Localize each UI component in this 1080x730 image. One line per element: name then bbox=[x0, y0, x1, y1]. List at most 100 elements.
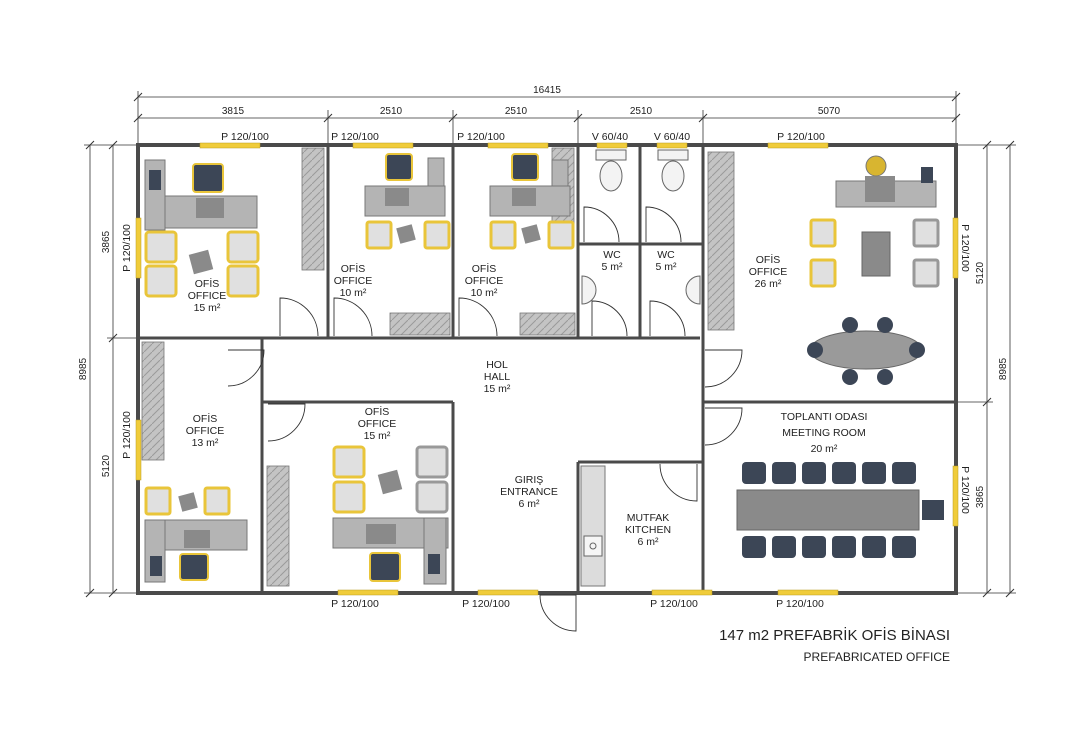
walls bbox=[136, 143, 958, 595]
room-wc2-name: WC bbox=[657, 249, 675, 261]
dim-right-2: 3865 bbox=[975, 485, 986, 508]
office-chair-icon bbox=[385, 153, 413, 181]
armchair-icon bbox=[144, 230, 178, 264]
monitor-icon bbox=[150, 556, 162, 576]
window-label-right-2: P 120/100 bbox=[959, 466, 971, 514]
door-office-f bbox=[267, 403, 306, 442]
windows bbox=[135, 142, 959, 596]
door-wc-1-lobby bbox=[591, 300, 628, 337]
armchair-icon bbox=[415, 445, 449, 479]
wc-fixtures bbox=[581, 149, 701, 305]
armchair-icon bbox=[144, 486, 172, 516]
coffee-table-icon bbox=[861, 231, 891, 277]
armchair-icon bbox=[365, 220, 393, 250]
room-e-area: 13 m² bbox=[192, 437, 219, 449]
door-kitchen bbox=[659, 463, 698, 502]
armchair-icon bbox=[912, 258, 940, 288]
door-main-entrance bbox=[539, 594, 577, 632]
room-c-name-en: OFFICE bbox=[465, 275, 504, 287]
room-meeting-area: 20 m² bbox=[811, 443, 838, 455]
dim-top-2: 2510 bbox=[380, 106, 403, 117]
office-b-furniture bbox=[364, 153, 451, 250]
window-label-left-2: P 120/100 bbox=[121, 411, 133, 459]
armchair-icon bbox=[332, 445, 366, 479]
room-hall-area: 15 m² bbox=[484, 383, 511, 395]
kitchen-fixtures bbox=[580, 465, 606, 587]
room-wc1-area: 5 m² bbox=[602, 261, 624, 273]
armchair-icon bbox=[489, 220, 517, 250]
dim-left-overall: 8985 bbox=[78, 357, 89, 380]
sink-icon bbox=[685, 275, 701, 305]
window-label-bottom-3: P 120/100 bbox=[650, 598, 698, 610]
dim-overall-width: 16415 bbox=[533, 85, 561, 96]
room-labels: OFİS OFFICE 15 m² OFİS OFFICE 10 m² OFİS… bbox=[186, 249, 868, 548]
coffee-table-icon bbox=[178, 492, 198, 512]
room-d-name-tr: OFİS bbox=[756, 253, 781, 266]
toilet-icon bbox=[599, 160, 623, 192]
armchair-icon bbox=[547, 220, 575, 250]
door-wc-2 bbox=[645, 206, 682, 243]
room-wc2-area: 5 m² bbox=[656, 261, 678, 273]
armchair-icon bbox=[332, 480, 366, 514]
plan-title: 147 m2 PREFABRİK OFİS BİNASI bbox=[719, 626, 950, 644]
door-wc-2-lobby bbox=[649, 300, 686, 337]
dim-left-1: 3865 bbox=[101, 230, 112, 253]
dim-top-5: 5070 bbox=[818, 106, 841, 117]
window-label-bottom-1: P 120/100 bbox=[331, 598, 379, 610]
room-c-name-tr: OFİS bbox=[472, 262, 497, 275]
office-chair-icon bbox=[865, 155, 887, 177]
room-kitchen-name-tr: MUTFAK bbox=[627, 512, 670, 524]
office-a-furniture bbox=[144, 159, 260, 298]
office-chair-icon bbox=[179, 553, 209, 581]
office-chair-icon bbox=[511, 153, 539, 181]
window-label-bottom-4: P 120/100 bbox=[776, 598, 824, 610]
armchair-icon bbox=[809, 258, 837, 288]
armchair-icon bbox=[415, 480, 449, 514]
coffee-table-icon bbox=[521, 224, 541, 244]
door-office-b bbox=[333, 297, 373, 337]
screen-icon bbox=[922, 500, 944, 520]
window-label-top-5: V 60/40 bbox=[654, 131, 690, 143]
room-a-name-tr: OFİS bbox=[195, 277, 220, 290]
toilet-icon bbox=[661, 160, 685, 192]
room-hall-name-tr: HOL bbox=[486, 359, 508, 371]
armchair-icon bbox=[423, 220, 451, 250]
window-label-left-1: P 120/100 bbox=[121, 224, 133, 272]
room-entrance-name-en: ENTRANCE bbox=[500, 486, 558, 498]
window-label-top-6: P 120/100 bbox=[777, 131, 825, 143]
room-kitchen-name-en: KITCHEN bbox=[625, 524, 671, 536]
coffee-table-icon bbox=[377, 469, 403, 495]
doors bbox=[227, 206, 743, 632]
window-label-top-2: P 120/100 bbox=[331, 131, 379, 143]
door-wc-1 bbox=[583, 206, 620, 243]
office-f-furniture bbox=[332, 445, 449, 585]
room-b-name-tr: OFİS bbox=[341, 262, 366, 275]
window-label-top-4: V 60/40 bbox=[592, 131, 628, 143]
room-d-area: 26 m² bbox=[755, 278, 782, 290]
window-label-right-1: P 120/100 bbox=[959, 224, 971, 272]
armchair-icon bbox=[809, 218, 837, 248]
room-meeting-name-tr: TOPLANTI ODASI bbox=[781, 411, 868, 423]
round-table-icon bbox=[809, 330, 923, 370]
window-label-top-1: P 120/100 bbox=[221, 131, 269, 143]
room-a-name-en: OFFICE bbox=[188, 290, 227, 302]
armchair-icon bbox=[144, 264, 178, 298]
room-e-name-tr: OFİS bbox=[193, 412, 218, 425]
door-office-d bbox=[704, 349, 743, 388]
door-office-e bbox=[227, 349, 265, 387]
room-meeting-name-en: MEETING ROOM bbox=[782, 427, 865, 439]
armchair-icon bbox=[226, 230, 260, 264]
dim-left-2: 5120 bbox=[101, 454, 112, 477]
window-label-top-3: P 120/100 bbox=[457, 131, 505, 143]
door-meeting bbox=[704, 407, 743, 446]
room-d-name-en: OFFICE bbox=[749, 266, 788, 278]
dim-top-4: 2510 bbox=[630, 106, 653, 117]
dim-right-overall: 8985 bbox=[998, 357, 1009, 380]
armchair-icon bbox=[226, 264, 260, 298]
sink-icon bbox=[581, 275, 597, 305]
armchair-icon bbox=[203, 486, 231, 516]
dim-top-1: 3815 bbox=[222, 106, 245, 117]
armchair-icon bbox=[912, 218, 940, 248]
room-e-name-en: OFFICE bbox=[186, 425, 225, 437]
